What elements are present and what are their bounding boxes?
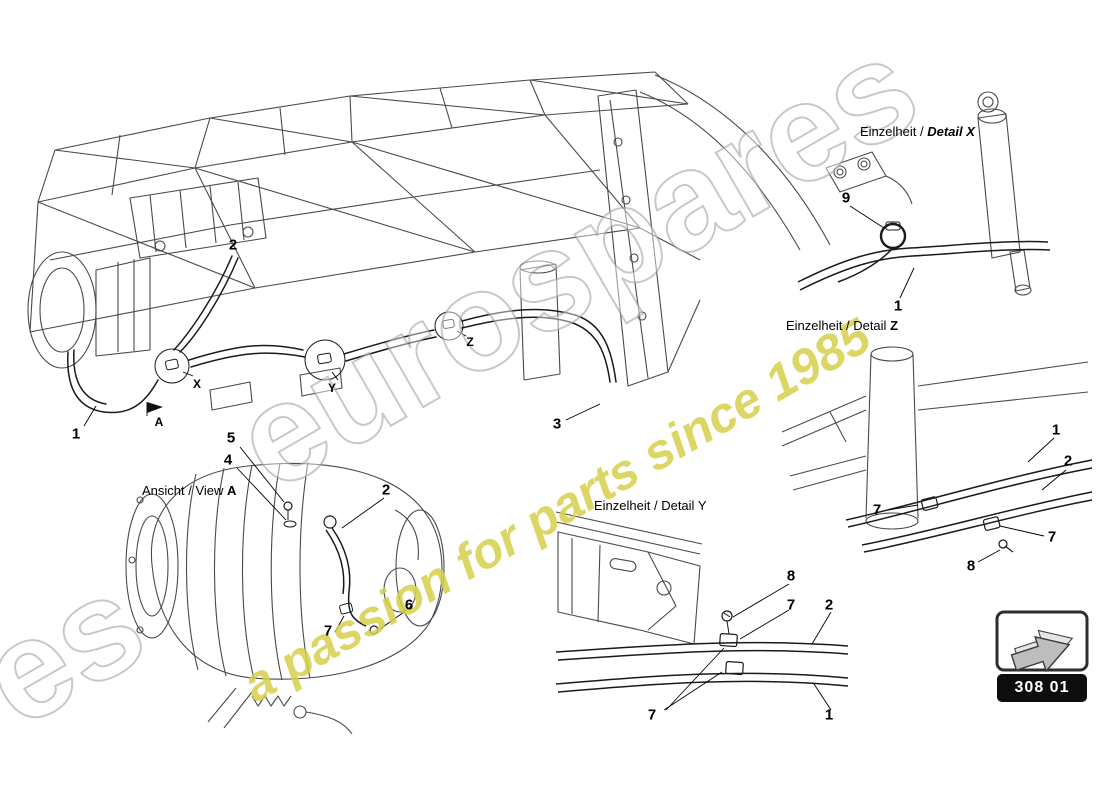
part-callout: 5	[226, 429, 236, 447]
part-callout: 2	[1063, 452, 1073, 470]
view-a-label-code: A	[227, 483, 237, 498]
detail-z-drawing	[781, 346, 1089, 530]
part-callout: 7	[323, 622, 333, 640]
part-callout: 7	[786, 596, 796, 614]
part-callout: 3	[552, 415, 562, 433]
arrow-icon	[1010, 629, 1074, 673]
detail-y-label: Einzelheit / Detail Y	[594, 498, 707, 513]
leader-lines-view-a	[236, 446, 405, 633]
view-a-label: Ansicht / View A	[142, 483, 236, 498]
detail-z-pipes-and-clamps	[845, 459, 1093, 553]
detail-z-label: Einzelheit / Detail Z	[786, 318, 898, 333]
gearbox-view-a-drawing	[125, 461, 445, 735]
detail-y-label-prefix: Einzelheit / Detail Y	[594, 498, 707, 513]
part-callout: 7	[647, 706, 657, 724]
detail-x-label: Einzelheit / Detail X	[860, 124, 975, 139]
part-callout: 7	[872, 501, 882, 519]
part-callout: 2	[228, 236, 238, 254]
part-group-code: 308 01	[997, 674, 1087, 702]
detail-ref-callout: Y	[327, 381, 337, 395]
part-callout: 7	[1047, 528, 1057, 546]
part-callout: 8	[786, 567, 796, 585]
detail-z-label-code: Z	[890, 318, 899, 333]
part-callout: 1	[893, 297, 903, 315]
leader-lines-main	[83, 330, 601, 427]
watermark-brand-text: eurospares	[210, 6, 942, 519]
detail-x-label-prefix: Einzelheit /	[860, 124, 924, 139]
part-callout: 1	[824, 706, 834, 724]
view-ref-callout: A	[154, 415, 164, 429]
part-callout: 2	[381, 481, 391, 499]
detail-y-pipes-and-clamps	[555, 610, 849, 693]
part-callout: 8	[966, 557, 976, 575]
gearbox-pipe-and-fittings	[283, 501, 379, 635]
leader-lines-detail-z	[887, 437, 1067, 563]
view-a-label-prefix: Ansicht / View	[142, 483, 224, 498]
main-chassis-drawing	[27, 71, 831, 411]
part-callout: 2	[824, 596, 834, 614]
detail-y-drawing	[555, 511, 703, 645]
hydraulic-lines-main	[67, 255, 617, 414]
part-callout: 4	[223, 451, 233, 469]
part-group-box	[995, 610, 1089, 673]
detail-x-pipes-and-clamp	[797, 221, 1051, 291]
part-callout: 1	[1051, 421, 1061, 439]
part-callout: 9	[841, 189, 851, 207]
detail-z-label-prefix: Einzelheit / Detail	[786, 318, 887, 333]
detail-ref-callout: Z	[466, 335, 474, 349]
part-callout: 1	[71, 425, 81, 443]
watermark-brand-partial: eurospares	[0, 543, 169, 800]
detail-x-label-code: Detail X	[927, 124, 975, 139]
leader-lines-detail-y	[663, 583, 832, 711]
detail-ref-callout: X	[192, 377, 202, 391]
part-callout: 6	[404, 596, 414, 614]
leader-lines-detail-x	[849, 205, 915, 299]
detail-x-drawing	[825, 91, 1032, 296]
